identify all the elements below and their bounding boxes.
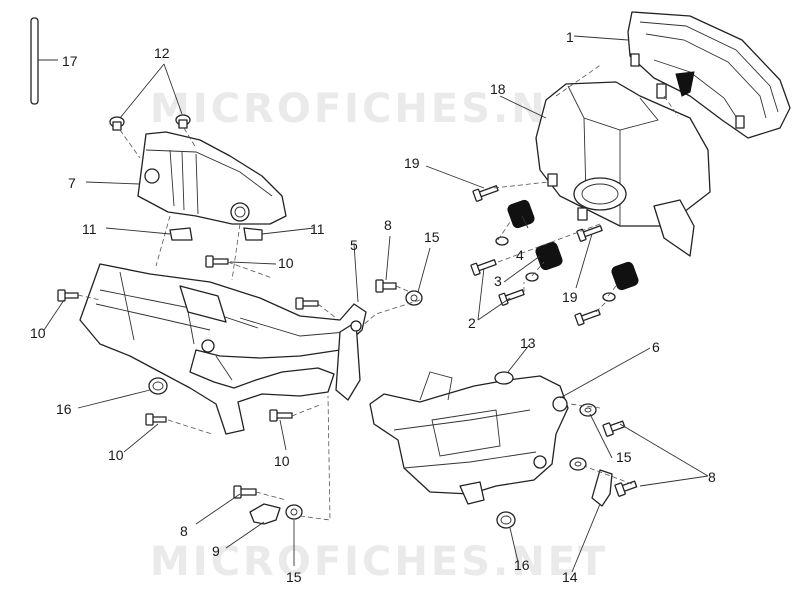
callout-9: 9 (212, 543, 220, 559)
part-7-upper-cover (137, 131, 287, 225)
callout-18: 18 (490, 81, 506, 97)
callout-11-right: 11 (310, 221, 325, 237)
part-9-clamp (249, 503, 281, 525)
part-14-clamp (591, 469, 613, 507)
part-8-bolts (233, 279, 638, 499)
watermark-top: MICROFICHES.NET (150, 86, 608, 132)
callout-19-right: 19 (562, 289, 578, 305)
part-12-cap-nuts (109, 114, 191, 131)
part-13-plug (494, 371, 514, 385)
part-15-washers (285, 290, 597, 520)
callout-10-bottom: 10 (274, 453, 290, 469)
callout-8-left: 8 (180, 523, 188, 539)
callout-15-bottom: 15 (286, 569, 302, 585)
callout-10-left: 10 (30, 325, 46, 341)
part-1-instrument-cluster (627, 11, 791, 139)
callout-7: 7 (68, 175, 76, 191)
callout-15-top: 15 (424, 229, 440, 245)
part-18-housing (535, 81, 711, 257)
callout-16-left: 16 (56, 401, 72, 417)
callout-13: 13 (520, 335, 536, 351)
callout-8-top: 8 (384, 217, 392, 233)
leader-lines (38, 35, 709, 573)
watermark-bottom: MICROFICHES.NET (150, 539, 608, 585)
callout-15-right: 15 (616, 449, 632, 465)
callout-10-bottom-left: 10 (108, 447, 124, 463)
part-16-grommets (148, 377, 516, 529)
callout-labels: 1 2 3 4 5 6 7 8 8 8 9 10 10 10 10 11 11 … (30, 29, 716, 585)
part-11-clips (169, 227, 263, 241)
callout-14: 14 (562, 569, 578, 585)
part-4-rubber-grommets (495, 199, 639, 302)
part-17-rod (30, 17, 39, 105)
callout-10-top: 10 (278, 255, 294, 271)
part-10-screws (57, 255, 319, 426)
callout-6: 6 (652, 339, 660, 355)
callout-12: 12 (154, 45, 170, 61)
callout-16-bottom: 16 (514, 557, 530, 573)
callout-17: 17 (62, 53, 78, 69)
callout-2: 2 (468, 315, 476, 331)
callout-1: 1 (566, 29, 574, 45)
callout-4: 4 (516, 247, 524, 263)
part-5-front-bracket (79, 263, 367, 435)
part-19-screws (470, 185, 603, 326)
callout-5: 5 (350, 237, 358, 253)
assembly-lines (77, 63, 679, 521)
callout-3: 3 (494, 273, 502, 289)
callout-11-left: 11 (82, 221, 97, 237)
callout-8-right: 8 (708, 469, 716, 485)
part-6-rear-bracket (369, 371, 569, 505)
callout-19-top: 19 (404, 155, 420, 171)
